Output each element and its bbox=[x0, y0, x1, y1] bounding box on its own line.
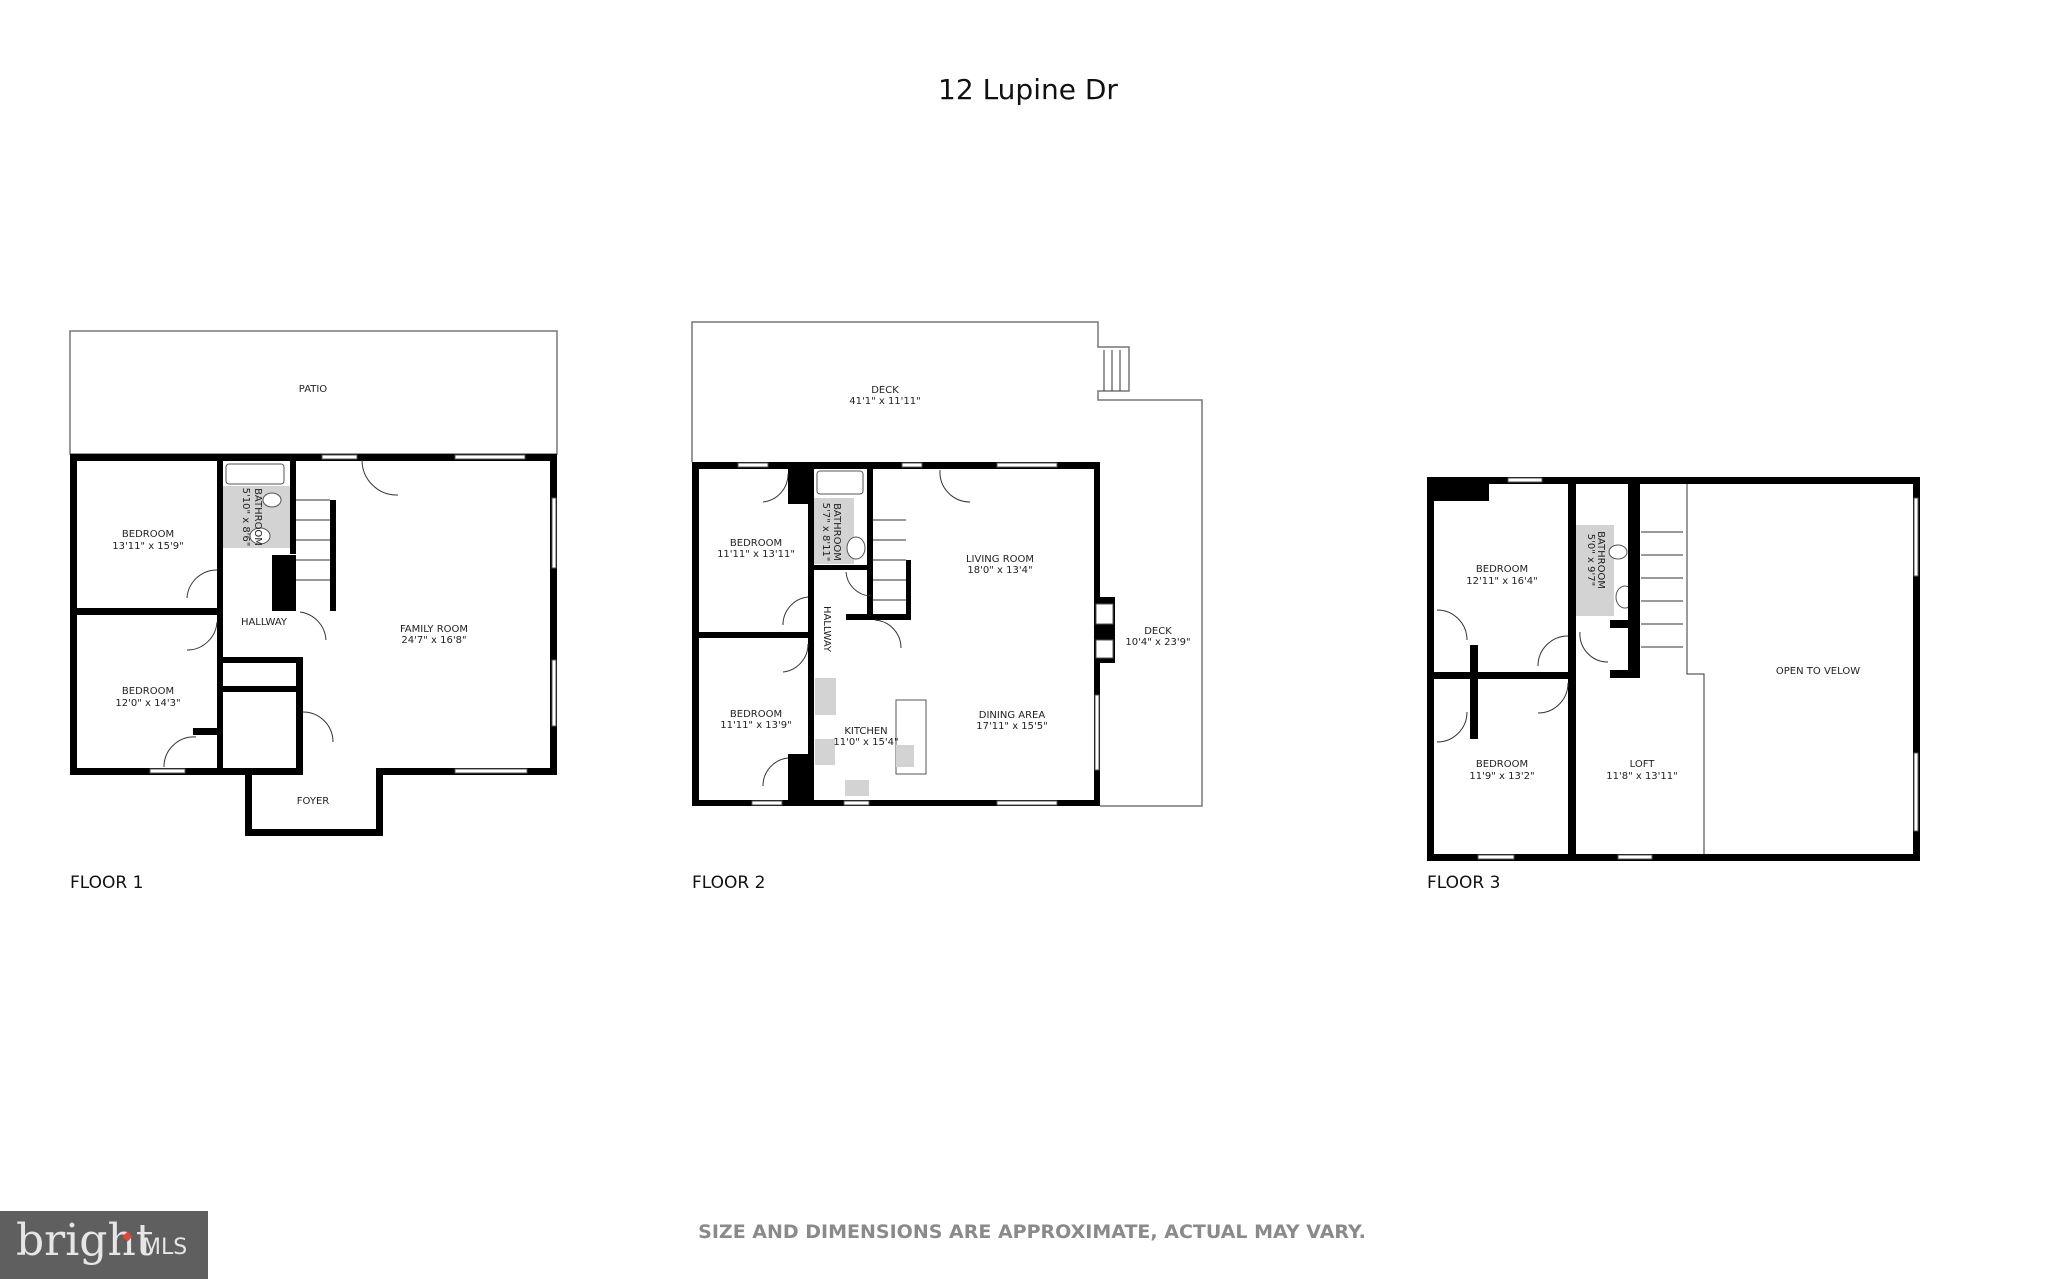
room-name: BEDROOM bbox=[730, 538, 782, 549]
sink-icon bbox=[846, 536, 866, 560]
floor-2-plan: DECK 41'1" x 11'11" BEDROOM 11'11" x 13'… bbox=[691, 321, 1203, 893]
room-name: KITCHEN bbox=[844, 726, 887, 737]
page-title: 12 Lupine Dr bbox=[938, 73, 1118, 106]
floor-label: FLOOR 1 bbox=[70, 873, 143, 893]
room-name: BATHROOM bbox=[1595, 531, 1606, 589]
room-dims: 24'7" x 16'8" bbox=[401, 635, 466, 646]
room-dims: 11'9" x 13'2" bbox=[1469, 771, 1534, 782]
floor-3-plan: BEDROOM 12'11" x 16'4" BEDROOM 11'9" x 1… bbox=[1427, 477, 1920, 893]
bathtub-icon bbox=[225, 463, 285, 485]
room-name: OPEN TO VELOW bbox=[1776, 666, 1860, 677]
floor-label: FLOOR 2 bbox=[692, 873, 765, 893]
sink-icon bbox=[249, 527, 271, 545]
room-dims: 11'8" x 13'11" bbox=[1606, 771, 1678, 782]
room-dims: 11'11" x 13'11" bbox=[717, 549, 795, 560]
room-name: BATHROOM bbox=[831, 503, 842, 561]
floor-1-plan: PATIO BEDROOM 13'11" x 15'9" BEDROOM 12'… bbox=[69, 330, 558, 893]
deck-outline bbox=[691, 321, 1203, 807]
room-name: BEDROOM bbox=[1476, 759, 1528, 770]
room-dims: 5'10" x 8'6" bbox=[240, 488, 251, 547]
bathroom-floor bbox=[1576, 525, 1614, 616]
room-name: PATIO bbox=[299, 384, 328, 395]
bathtub-icon bbox=[816, 470, 864, 495]
stove-icon bbox=[815, 739, 835, 765]
room-dims: 18'0" x 13'4" bbox=[967, 565, 1032, 576]
floor-label: FLOOR 3 bbox=[1427, 873, 1500, 893]
toilet-icon bbox=[1608, 544, 1628, 560]
room-dims: 41'1" x 11'11" bbox=[849, 396, 921, 407]
toilet-icon bbox=[262, 492, 282, 508]
room-name: FOYER bbox=[297, 796, 330, 807]
room-name: BEDROOM bbox=[1476, 564, 1528, 575]
room-name: BATHROOM bbox=[252, 488, 263, 546]
room-name: FAMILY ROOM bbox=[400, 624, 468, 635]
room-name: BEDROOM bbox=[730, 709, 782, 720]
room-name: HALLWAY bbox=[241, 617, 288, 628]
room-name: DINING AREA bbox=[979, 710, 1046, 721]
room-dims: 10'4" x 23'9" bbox=[1125, 637, 1190, 648]
room-dims: 13'11" x 15'9" bbox=[112, 541, 184, 552]
room-dims: 17'11" x 15'5" bbox=[976, 721, 1048, 732]
room-dims: 12'11" x 16'4" bbox=[1466, 576, 1538, 587]
room-name: BEDROOM bbox=[122, 529, 174, 540]
bathroom-floor bbox=[814, 498, 854, 564]
room-name: LIVING ROOM bbox=[966, 554, 1034, 565]
room-dims: 12'0" x 14'3" bbox=[115, 698, 180, 709]
room-dims: 11'11" x 13'9" bbox=[720, 720, 792, 731]
logo-suffix: MLS bbox=[142, 1235, 188, 1260]
room-name: LOFT bbox=[1630, 759, 1656, 770]
room-name: HALLWAY bbox=[821, 606, 832, 653]
kitchen-counter bbox=[815, 678, 836, 715]
bright-mls-logo: bright MLS bbox=[0, 1211, 208, 1279]
room-name: DECK bbox=[1144, 626, 1172, 637]
room-name: DECK bbox=[871, 385, 899, 396]
room-dims: 5'7" x 8'11" bbox=[820, 503, 831, 562]
disclaimer: SIZE AND DIMENSIONS ARE APPROXIMATE, ACT… bbox=[698, 1221, 1366, 1243]
room-name: BEDROOM bbox=[122, 686, 174, 697]
room-dims: 5'0" x 9'7" bbox=[1585, 534, 1596, 586]
room-dims: 11'0" x 15'4" bbox=[833, 737, 898, 748]
logo-brand: bright bbox=[16, 1215, 154, 1266]
kitchen-sink-icon bbox=[845, 780, 869, 796]
